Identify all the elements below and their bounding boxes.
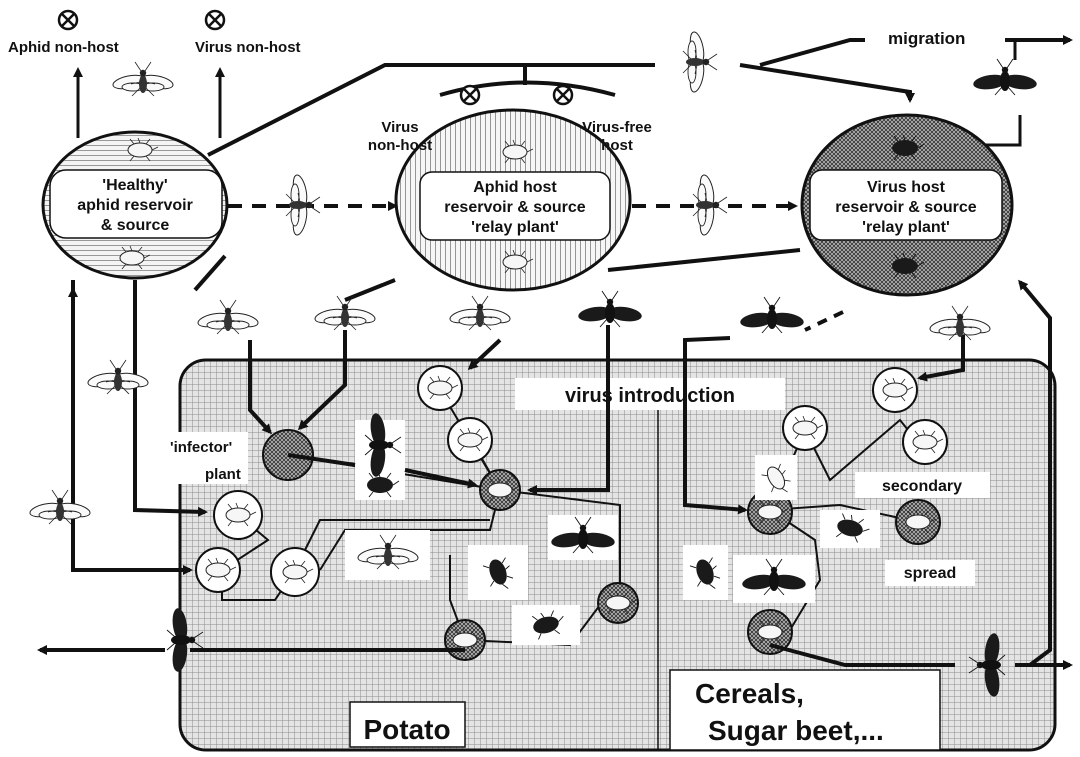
dark-winged-aphid-icon bbox=[576, 290, 644, 328]
field-aphid-boxes bbox=[345, 411, 880, 645]
spread-label: spread bbox=[904, 565, 956, 582]
infector-label-1: 'infector' bbox=[170, 439, 232, 456]
virus-host-label-2: reservoir & source bbox=[835, 199, 977, 216]
virus-host-relay-node: Virus host reservoir & source 'relay pla… bbox=[800, 113, 1014, 297]
virus-host-label-1: Virus host bbox=[867, 179, 946, 196]
relay-virus-free-2: host bbox=[601, 137, 633, 154]
aphid-non-host-label: Aphid non-host bbox=[8, 39, 119, 56]
top-branch-arrows bbox=[73, 67, 225, 138]
x-circle-icon bbox=[459, 84, 481, 106]
dark-winged-aphid-icon bbox=[738, 296, 806, 334]
dark-winged-aphid-icon bbox=[971, 58, 1039, 96]
cereals-box bbox=[669, 669, 941, 751]
relay-virus-free-1: Virus-free bbox=[582, 119, 652, 136]
secondary-box bbox=[855, 472, 990, 498]
winged-aphid-icon bbox=[448, 295, 512, 331]
winged-aphid-icon bbox=[682, 30, 718, 94]
healthy-label-2: aphid reservoir bbox=[77, 197, 193, 214]
winged-aphid-icon bbox=[111, 61, 175, 97]
relay-virus-non-host-1: Virus bbox=[381, 119, 418, 136]
secondary-label: secondary bbox=[882, 478, 962, 495]
relay-virus-non-host-2: non-host bbox=[368, 137, 432, 154]
healthy-label-1: 'Healthy' bbox=[102, 177, 167, 194]
potato-label: Potato bbox=[363, 714, 450, 745]
winged-aphid-icon bbox=[285, 173, 321, 237]
virus-host-label-3: 'relay plant' bbox=[862, 219, 950, 236]
virus-non-host-top-label: Virus non-host bbox=[195, 39, 301, 56]
potato-box bbox=[349, 701, 466, 748]
virus-introduction-box bbox=[515, 378, 785, 410]
winged-aphid-icon bbox=[28, 489, 92, 525]
field-entry-arrows bbox=[37, 248, 1073, 670]
infector-box bbox=[160, 432, 248, 484]
winged-aphid-icon bbox=[928, 305, 992, 341]
cereals-label-1: Cereals, bbox=[695, 678, 804, 709]
spread-box bbox=[885, 560, 975, 586]
migration-connector bbox=[980, 40, 1022, 147]
healthy-reservoir-node: 'Healthy' aphid reservoir & source bbox=[41, 130, 229, 280]
winged-aphid-icon bbox=[692, 173, 728, 237]
winged-aphid-icon bbox=[86, 359, 150, 395]
x-circle-icon bbox=[204, 9, 226, 31]
aphid-host-label-3: 'relay plant' bbox=[471, 219, 559, 236]
winged-aphid-icon bbox=[196, 299, 260, 335]
aphid-host-label-1: Aphid host bbox=[473, 179, 557, 196]
virus-introduction-label: virus introduction bbox=[565, 385, 735, 407]
migration-label: migration bbox=[888, 29, 965, 48]
x-circle-icon bbox=[57, 9, 79, 31]
healthy-label-3: & source bbox=[101, 217, 170, 234]
winged-aphid-icon bbox=[313, 295, 377, 331]
x-circle-icon bbox=[552, 84, 574, 106]
cereals-label-2: Sugar beet,... bbox=[708, 715, 884, 746]
cereals-plants bbox=[747, 367, 948, 655]
aphid-host-relay-node: Aphid host reservoir & source 'relay pla… bbox=[394, 108, 632, 292]
infector-label-2: plant bbox=[205, 466, 241, 483]
aphid-host-label-2: reservoir & source bbox=[444, 199, 586, 216]
